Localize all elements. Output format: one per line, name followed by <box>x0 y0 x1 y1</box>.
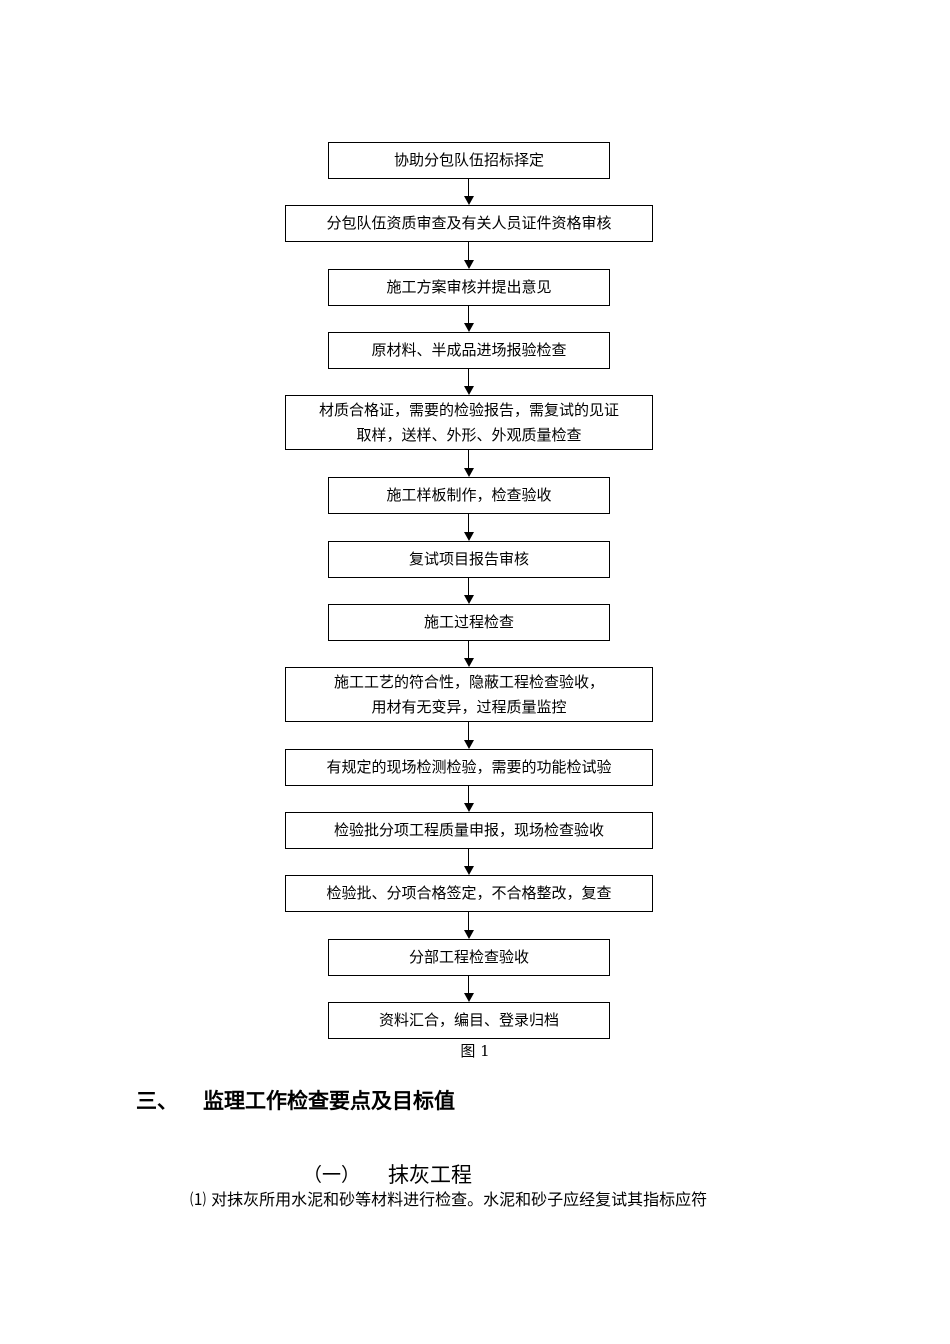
figure-caption: 图 1 <box>460 1042 490 1060</box>
flow-connector <box>468 179 469 197</box>
flow-step-6: 施工样板制作，检查验收 <box>328 477 610 514</box>
flow-connector <box>468 369 469 387</box>
flow-connector <box>468 306 469 324</box>
arrow-down-icon <box>463 260 474 269</box>
flow-connector <box>468 849 469 867</box>
section-title: 监理工作检查要点及目标值 <box>203 1089 455 1113</box>
flow-step-2: 分包队伍资质审查及有关人员证件资格审核 <box>285 205 653 242</box>
arrow-down-icon <box>463 866 474 875</box>
arrow-down-icon <box>463 532 474 541</box>
flow-connector <box>468 912 469 931</box>
flow-step-14: 资料汇合，编目、登录归档 <box>328 1002 610 1039</box>
arrow-down-icon <box>463 386 474 395</box>
body-paragraph: ⑴ 对抹灰所用水泥和砂等材料进行检查。水泥和砂子应经复试其指标应符 <box>190 1190 708 1209</box>
flow-connector <box>468 578 469 596</box>
arrow-down-icon <box>463 196 474 205</box>
flow-connector <box>468 450 469 469</box>
subsection-number: （一） <box>303 1164 361 1186</box>
flow-step-9: 施工工艺的符合性，隐蔽工程检查验收， 用材有无变异，过程质量监控 <box>285 667 653 722</box>
section-number: 三、 <box>136 1089 178 1113</box>
flowchart: 协助分包队伍招标择定分包队伍资质审查及有关人员证件资格审核施工方案审核并提出意见… <box>285 142 653 1039</box>
arrow-down-icon <box>463 740 474 749</box>
flow-connector <box>468 514 469 533</box>
arrow-down-icon <box>463 468 474 477</box>
flow-step-12: 检验批、分项合格签定，不合格整改，复查 <box>285 875 653 912</box>
flow-step-5: 材质合格证，需要的检验报告，需复试的见证 取样，送样、外形、外观质量检查 <box>285 395 653 450</box>
flow-step-7: 复试项目报告审核 <box>328 541 610 578</box>
arrow-down-icon <box>463 323 474 332</box>
flow-connector <box>468 786 469 804</box>
flow-step-1: 协助分包队伍招标择定 <box>328 142 610 179</box>
flow-connector <box>468 641 469 659</box>
subsection-title: 抹灰工程 <box>388 1163 472 1187</box>
arrow-down-icon <box>463 930 474 939</box>
arrow-down-icon <box>463 993 474 1002</box>
flow-connector <box>468 976 469 994</box>
flow-step-13: 分部工程检查验收 <box>328 939 610 976</box>
flow-step-10: 有规定的现场检测检验，需要的功能检试验 <box>285 749 653 786</box>
flow-step-4: 原材料、半成品进场报验检查 <box>328 332 610 369</box>
flow-connector <box>468 722 469 741</box>
flow-connector <box>468 242 469 261</box>
arrow-down-icon <box>463 803 474 812</box>
arrow-down-icon <box>463 595 474 604</box>
flow-step-8: 施工过程检查 <box>328 604 610 641</box>
flow-step-3: 施工方案审核并提出意见 <box>328 269 610 306</box>
arrow-down-icon <box>463 658 474 667</box>
flow-step-11: 检验批分项工程质量申报，现场检查验收 <box>285 812 653 849</box>
